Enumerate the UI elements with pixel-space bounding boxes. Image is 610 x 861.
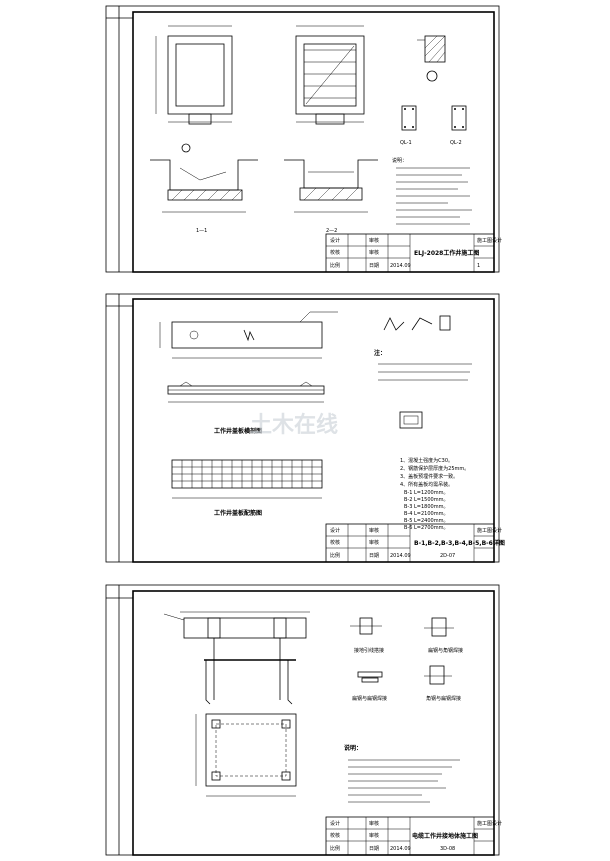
sheet-2-notes: 注： 1、混凝土强度为C30。 2、钢筋保护层厚度为25mm。 3、盖板预埋件要… [374,349,472,531]
sheet1-title-block-check-label: 审核 [369,237,379,244]
view-label-1: 工作井盖板横剖面 [214,427,262,435]
weld-details: 接地引线搭接 扁钢与角钢焊接 扁钢与扁钢焊接 角钢与扁钢焊接 [350,617,463,702]
sheet-1-notes: 说明： [392,157,472,225]
sheet3-title-block-drawn-label: 设计 [330,820,340,827]
notes-heading: 说明： [392,157,407,164]
sheet2-title-block-page-value: 2D-07 [440,553,455,559]
sheet1-title-block-scale-label: 比例 [330,262,340,269]
sheet2-title-block-date-value: 2014.09 [390,553,411,559]
sheet-2-title: B-1,B-2,B-3,B-4,B-5,B-6详图 [414,539,505,547]
sheet-3-inner-border [132,590,495,856]
ql-2-section: QL-2 [450,105,467,146]
sheet-3-title: 电缆工作井接地体施工图 [412,832,478,840]
sheet-3-notes: 说明： [344,744,460,803]
detail-label-1: 接地引线搭接 [354,647,384,654]
sheet-3: 接地引线搭接 扁钢与角钢焊接 扁钢与扁钢焊接 角钢与扁钢焊接 说明： [105,584,502,856]
sheet3-title-block-check-label: 审核 [369,820,379,827]
sheet3-title-block-proof-label: 审核 [369,832,379,839]
sheet1-title-block-drawn-label: 设计 [330,237,340,244]
sheet-2-inner-border [132,298,495,563]
sheet-1: QL-1 QL-2 1—1 2—2 [105,5,502,273]
note-b5: B-5 L=2400mm。 [404,518,448,524]
slab-cross-section: 工作井盖板横剖面 [167,381,325,435]
detail-marker-icon [426,70,438,82]
sheet2-title-block-drawn-label: 设计 [330,527,340,534]
note-b3: B-3 L=1800mm。 [404,504,448,510]
grounding-elevation [163,611,310,705]
section-label-2: 2—2 [326,228,337,234]
watermark: 土木在线 [250,412,338,438]
note-b1: B-1 L=1200mm。 [404,490,448,496]
sheet3-title-block-date-label: 日期 [369,846,379,852]
sheet-1-inner-border [132,11,495,273]
sheet3-title-block-corner-label: 施工图设计 [477,820,502,827]
sheet3-notes-heading: 说明： [344,744,362,752]
note-b6: B-6 L=2700mm。 [404,525,448,531]
sheet2-title-block-review-label: 校核 [330,539,340,546]
sheet1-title-block-date-label: 日期 [369,263,379,269]
sheet2-title-block-proof-label: 审核 [369,539,379,546]
sheet-2: 工作井盖板横剖面 工作井盖板配筋图 注： [105,293,505,563]
note-b2: B-2 L=1500mm。 [404,497,448,503]
section-label-1: 1—1 [196,228,207,234]
note-1: 1、混凝土强度为C30。 [400,457,453,464]
hook-details [383,315,451,429]
grounding-plan [195,713,297,797]
sheet-3-title-block: 设计 校核 比例 审核 审核 日期 2014.09 电缆工作井接地体施工图 施工… [325,816,502,856]
section-label-ql2: QL-2 [450,140,462,146]
detail-hatch [417,35,446,82]
sheet1-title-block-page-value: 1 [477,263,480,269]
note-3: 3、盖板预埋件要求一致。 [400,473,458,480]
sheet1-title-block-proof-label: 审核 [369,249,379,256]
section-2-2: 2—2 [284,159,378,234]
slab-plan [159,311,338,359]
ql-1-section: QL-1 [400,105,417,146]
section-label-ql1: QL-1 [400,140,412,146]
view-label-2: 工作井盖板配筋图 [214,509,262,517]
sheet2-title-block-check-label: 审核 [369,527,379,534]
sheet1-title-block-review-label: 校核 [330,249,340,256]
sheet2-title-block-date-label: 日期 [369,553,379,559]
sheet3-title-block-review-label: 校核 [330,832,340,839]
plan-view-2 [295,25,365,125]
sheet-1-title: ELJ-2028工作井施工图 [414,249,479,257]
sheet-1-title-block: 设计 校核 比例 审核 审核 日期 2014.09 ELJ-2028工作井施工图… [325,233,502,273]
sheet1-title-block-date-value: 2014.09 [390,263,411,269]
sheet1-title-block-corner-label: 施工图设计 [477,237,502,244]
note-b4: B-4 L=2100mm。 [404,511,448,517]
section-1-1: 1—1 [150,143,258,234]
plan-view-1 [155,25,233,125]
sheet-3-outer-border [105,584,500,856]
detail-label-3: 扁钢与扁钢焊接 [352,695,387,702]
sheet-2-title-block: 设计 校核 比例 审核 审核 日期 2014.09 B-1,B-2,B-3,B-… [325,523,505,563]
note-4: 4、所有盖板均需吊装。 [400,481,453,488]
sheet-1-outer-border [105,5,500,273]
sheet3-title-block-scale-label: 比例 [330,845,340,852]
detail-label-4: 角钢与扁钢焊接 [426,695,461,702]
sheet2-title-block-scale-label: 比例 [330,552,340,559]
sheet3-title-block-page-value: 3D-08 [440,846,455,852]
sheet2-title-block-corner-label: 施工图设计 [477,527,502,534]
sheet3-title-block-date-value: 2014.09 [390,846,411,852]
detail-label-2: 扁钢与角钢焊接 [428,647,463,654]
slab-reinforcement-plan: 工作井盖板配筋图 [171,459,323,517]
note-2: 2、钢筋保护层厚度为25mm。 [400,465,469,472]
sheet2-notes-heading: 注： [374,349,386,357]
